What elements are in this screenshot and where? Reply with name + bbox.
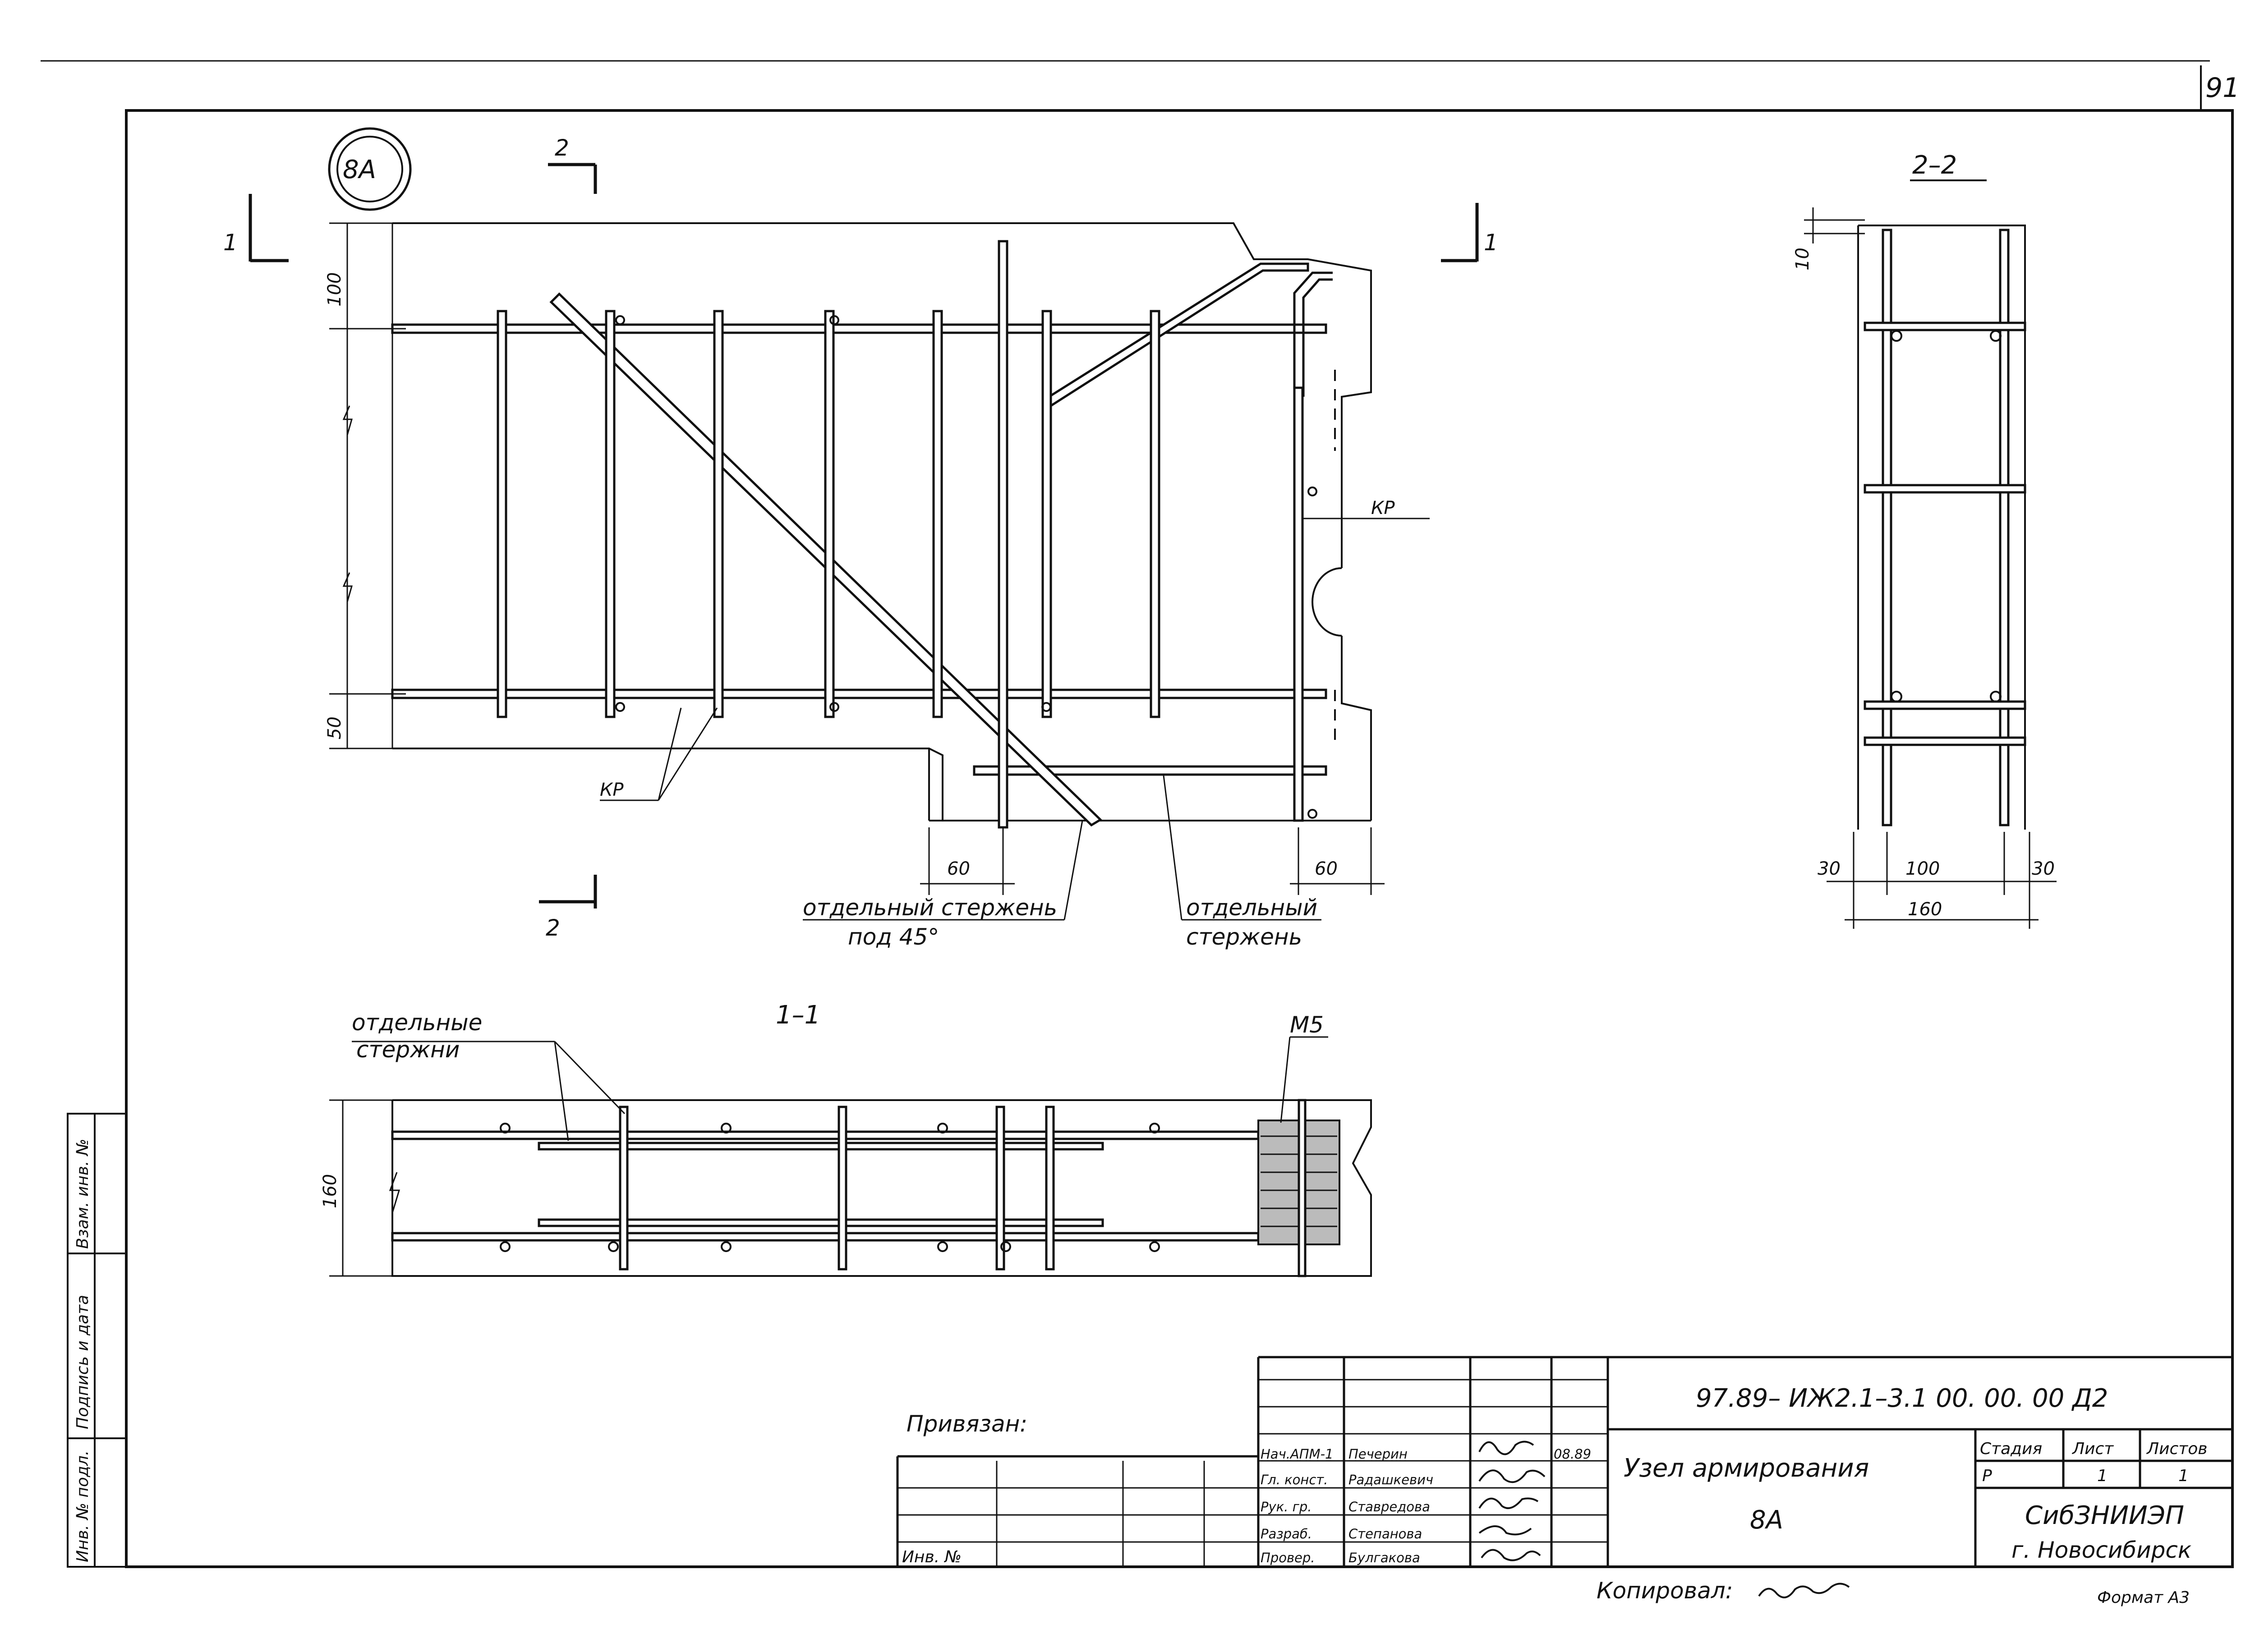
section-2-2-title: 2–2: [1912, 151, 1957, 180]
side-stamp-sign: Подпись и дата: [74, 1295, 92, 1429]
tb-org-1: СибЗНИИЭП: [2025, 1501, 2184, 1530]
copied-by-signature: [1758, 1583, 1850, 1598]
plan-label-kp-right: КР: [1371, 498, 1395, 519]
section-2-2-dim-30-left: 30: [1818, 858, 1841, 879]
tb-v-sheet: 1: [2097, 1467, 2108, 1485]
tb-h-sheet: Лист: [2071, 1440, 2114, 1458]
section-2-2-dim-30-right: 30: [2032, 858, 2055, 879]
plan-transverse-bars: [497, 240, 1304, 829]
tb-role-1: Гл. конст.: [1261, 1472, 1328, 1487]
side-stamp-vzam: Взам. инв. №: [74, 1139, 92, 1249]
tb-name-0: Печерин: [1348, 1446, 1408, 1462]
tb-role-2: Рук. гр.: [1261, 1499, 1312, 1514]
section-1-1-bar-bottom: [391, 1232, 1260, 1242]
section-1-1: 1–1: [320, 1000, 1372, 1277]
title-block: [896, 1356, 2232, 1567]
section-marker-1-right: [1441, 203, 1479, 262]
section-2-2-dim-100: 100: [1905, 858, 1940, 879]
tb-title-1: Узел армирования: [1624, 1454, 1869, 1483]
tb-title-2: 8А: [1750, 1505, 1783, 1535]
section-marker-2-bottom: [539, 875, 597, 909]
plan-label-rod-2: стержень: [1186, 924, 1302, 950]
tb-inv-no: Инв. №: [902, 1548, 962, 1566]
section-2-2-dim-10: 10: [1792, 248, 1813, 271]
plan-separate-rod: [973, 765, 1327, 776]
sheet-number: 91: [2205, 72, 2240, 104]
plan-label-rod45-2: под 45°: [848, 924, 939, 950]
tb-name-3: Степанова: [1348, 1526, 1422, 1542]
section-marker-2-bottom-label: 2: [546, 915, 560, 941]
plan-label-rod45-1: отдельный стержень: [803, 895, 1057, 921]
tb-name-4: Булгакова: [1348, 1550, 1420, 1565]
tb-privyazan: Привязан:: [907, 1411, 1027, 1437]
section-1-1-bar-top: [391, 1130, 1260, 1140]
section-2-2-dim-160: 160: [1908, 899, 1942, 920]
plan-dim-60-left: 60: [947, 858, 970, 879]
node-mark: 8А: [328, 127, 412, 211]
section-1-1-label-rods-2: стержни: [356, 1037, 460, 1063]
section-marker-1-left-label: 1: [223, 229, 238, 256]
section-1-1-label-rods-1: отдельные: [352, 1010, 482, 1036]
section-1-1-transverse-bars: [619, 1106, 1055, 1271]
tb-role-3: Разраб.: [1261, 1526, 1312, 1542]
sheet-frame: [41, 60, 2234, 1568]
tb-v-sheets: 1: [2178, 1467, 2189, 1485]
section-marker-1-right-label: 1: [1484, 229, 1498, 256]
tb-h-stage: Стадия: [1980, 1440, 2042, 1458]
node-mark-label: 8А: [343, 155, 376, 184]
tb-v-stage: Р: [1982, 1467, 1992, 1485]
tb-role-4: Провер.: [1261, 1550, 1315, 1565]
tb-role-0: Нач.АПМ-1: [1261, 1446, 1334, 1462]
section-2-2: 2–2 10 30 100 30 160: [1792, 151, 2057, 929]
signatures: [1478, 1441, 1546, 1561]
format: Формат А3: [2097, 1588, 2190, 1607]
tb-code: 97.89– ИЖ2.1–3.1 00. 00. 00 Д2: [1696, 1384, 2108, 1413]
plan-bent-rod: [1044, 262, 1309, 408]
tb-name-2: Ставредова: [1348, 1499, 1430, 1514]
plan-view: 100 50 60 60 КР КР отдельный стержень по…: [324, 222, 1430, 950]
section-marker-2-top: [548, 163, 597, 194]
section-1-1-label-m5: М5: [1290, 1012, 1324, 1038]
section-marker-1-left: [249, 194, 289, 262]
plan-dim-100: 100: [324, 272, 345, 307]
tb-h-sheets: Листов: [2146, 1440, 2207, 1458]
plan-longitudinal-bar-top: [391, 323, 1327, 334]
section-1-1-title: 1–1: [776, 1000, 820, 1030]
section-1-1-dim-160: 160: [320, 1174, 341, 1208]
tb-date: 08.89: [1554, 1446, 1591, 1462]
tb-org-2: г. Новосибирск: [2011, 1537, 2191, 1563]
plan-dim-50: 50: [324, 716, 345, 739]
plan-dim-60-right: 60: [1315, 858, 1338, 879]
plan-longitudinal-bar-bottom: [391, 688, 1327, 699]
plan-label-kp: КР: [600, 780, 624, 800]
tb-name-1: Радашкевич: [1348, 1472, 1433, 1487]
plan-label-rod-1: отдельный: [1186, 895, 1317, 921]
side-stamp-inv: Инв. № подл.: [74, 1450, 92, 1562]
copied-by: Копировал:: [1597, 1578, 1733, 1604]
section-marker-2-top-label: 2: [555, 135, 569, 161]
side-stamp: [67, 1113, 127, 1568]
